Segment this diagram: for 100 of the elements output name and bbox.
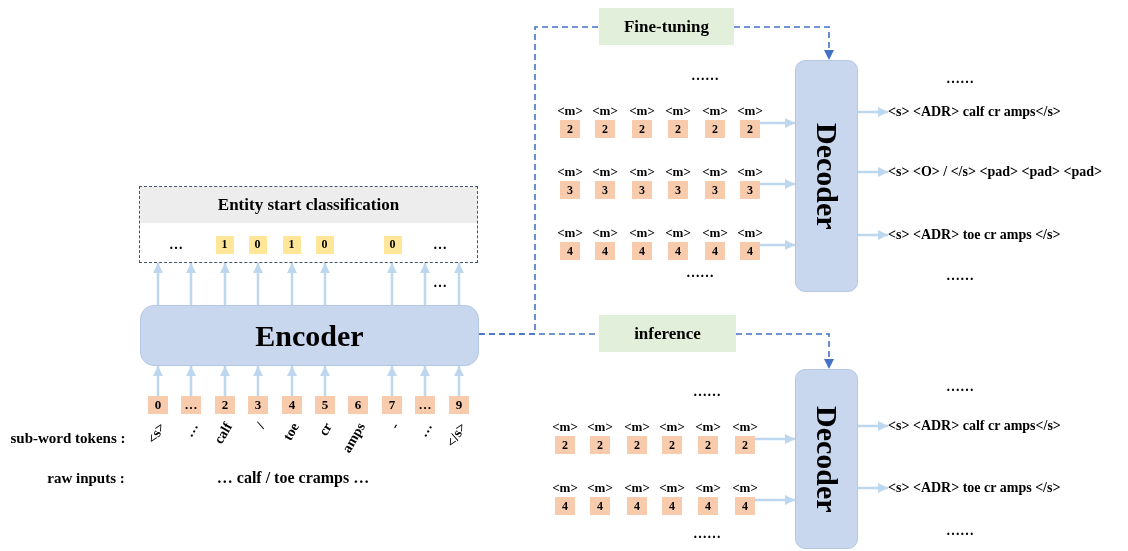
mask-token-box: 3 <box>705 181 725 199</box>
arrow <box>858 107 888 117</box>
mask-token-box: 4 <box>662 497 682 515</box>
mask-token-box: 4 <box>740 242 760 260</box>
label-box: 0 <box>383 235 402 254</box>
mask-token-text: <m> <box>586 480 614 496</box>
ellipsis-text: … <box>168 236 184 254</box>
token-text: calf <box>210 420 236 449</box>
mask-token-text: <m> <box>556 103 584 119</box>
ellipsis-text: …… <box>685 264 715 282</box>
mask-token-text: <m> <box>694 480 722 496</box>
arrow <box>253 263 263 305</box>
ellipsis-text: …… <box>945 378 975 396</box>
arrow <box>387 366 397 396</box>
mask-token-text: <m> <box>658 419 686 435</box>
row-label: sub-word tokens : <box>9 429 127 448</box>
stage-label-box: Fine-tuning <box>599 8 734 45</box>
arrow <box>755 495 795 505</box>
mask-token-box: 4 <box>668 242 688 260</box>
label-box: 0 <box>315 235 334 254</box>
ellipsis-text: … <box>432 274 448 292</box>
classification-panel <box>139 186 478 263</box>
arrow <box>287 366 297 396</box>
mask-token-box: 2 <box>740 120 760 138</box>
mask-token-box: 2 <box>705 120 725 138</box>
ellipsis-text: … <box>432 236 448 254</box>
raw-input-text: … calf / toe cramps … <box>215 468 371 488</box>
token-text: cr <box>314 420 336 441</box>
mask-token-box: 2 <box>735 436 755 454</box>
ellipsis-text: …… <box>945 522 975 540</box>
arrow <box>420 263 430 305</box>
encoder-block: Encoder <box>140 305 479 366</box>
mask-token-text: <m> <box>556 164 584 180</box>
arrow <box>858 167 888 177</box>
mask-token-box: 4 <box>590 497 610 515</box>
arrow <box>454 366 464 396</box>
mask-token-box: 4 <box>627 497 647 515</box>
label-box: 1 <box>282 235 301 254</box>
arrow <box>220 263 230 305</box>
arrow <box>760 179 795 189</box>
position-box: 0 <box>148 396 168 414</box>
mask-token-box: 2 <box>560 120 580 138</box>
mask-token-box: 3 <box>668 181 688 199</box>
ellipsis-text: …… <box>692 525 722 543</box>
decoder-block: Decoder <box>795 369 858 549</box>
arrow <box>858 421 888 431</box>
dashed-arrow <box>735 333 834 370</box>
arrow <box>454 263 464 305</box>
mask-token-text: <m> <box>701 103 729 119</box>
output-sequence: <s> <ADR> toe cr amps </s> <box>888 225 1124 245</box>
position-box: 9 <box>449 396 469 414</box>
arrow <box>153 366 163 396</box>
mask-token-box: 2 <box>555 436 575 454</box>
mask-token-box: 2 <box>627 436 647 454</box>
row-label: raw inputs : <box>46 469 126 488</box>
output-sequence: <s> <ADR> toe cr amps </s> <box>888 478 1124 498</box>
position-box: 3 <box>248 396 268 414</box>
mask-token-text: <m> <box>701 164 729 180</box>
arrow <box>320 263 330 305</box>
mask-token-text: <m> <box>591 103 619 119</box>
mask-token-box: 4 <box>555 497 575 515</box>
arrow <box>186 366 196 396</box>
mask-token-box: 3 <box>632 181 652 199</box>
token-text: toe <box>279 420 303 445</box>
mask-token-text: <m> <box>556 225 584 241</box>
position-box: 7 <box>382 396 402 414</box>
label-box: 0 <box>248 235 267 254</box>
token-text: / <box>252 420 269 433</box>
mask-token-text: <m> <box>658 480 686 496</box>
mask-token-text: <m> <box>628 164 656 180</box>
mask-token-text: <m> <box>664 164 692 180</box>
position-box: … <box>415 396 435 414</box>
arrow <box>858 483 888 493</box>
mask-token-text: <m> <box>664 225 692 241</box>
arrow <box>287 263 297 305</box>
mask-token-text: <m> <box>628 103 656 119</box>
token-text: … <box>180 420 202 442</box>
mask-token-box: 4 <box>632 242 652 260</box>
arrow <box>186 263 196 305</box>
token-text: … <box>414 420 436 442</box>
mask-token-text: <m> <box>736 164 764 180</box>
position-box: … <box>181 396 201 414</box>
mask-token-box: 4 <box>595 242 615 260</box>
mask-token-box: 2 <box>632 120 652 138</box>
mask-token-text: <m> <box>623 419 651 435</box>
mask-token-box: 2 <box>698 436 718 454</box>
position-box: 2 <box>215 396 235 414</box>
mask-token-text: <m> <box>694 419 722 435</box>
arrow <box>153 263 163 305</box>
mask-token-text: <m> <box>591 164 619 180</box>
label-box: 1 <box>215 235 234 254</box>
ellipsis-text: …… <box>945 70 975 88</box>
mask-token-box: 4 <box>705 242 725 260</box>
mask-token-box: 4 <box>698 497 718 515</box>
position-box: 5 <box>315 396 335 414</box>
mask-token-text: <m> <box>591 225 619 241</box>
mask-token-box: 2 <box>662 436 682 454</box>
mask-token-text: <m> <box>731 419 759 435</box>
mask-token-box: 2 <box>590 436 610 454</box>
arrow <box>253 366 263 396</box>
